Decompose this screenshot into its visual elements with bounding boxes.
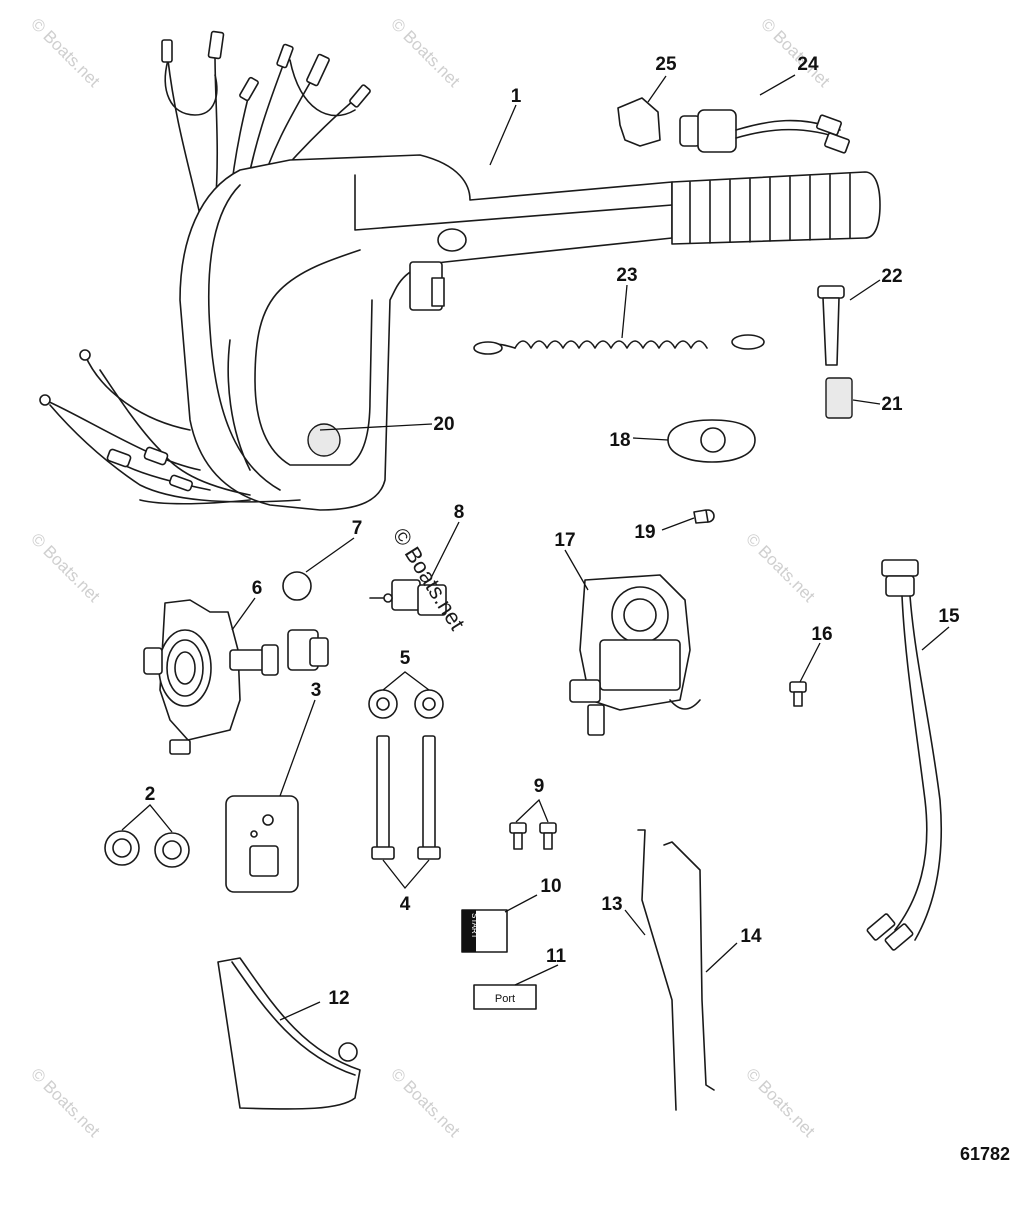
callout-10: 10 xyxy=(540,876,561,897)
part-24-stop-switch xyxy=(679,109,850,154)
leader-lines xyxy=(121,74,950,1021)
callout-22: 22 xyxy=(881,266,902,287)
part-22-pin xyxy=(817,285,845,366)
callout-8: 8 xyxy=(454,502,465,523)
callout-25: 25 xyxy=(655,54,677,75)
part-14-link-rod xyxy=(663,841,715,1091)
callout-21: 21 xyxy=(881,394,903,415)
part-19-terminal xyxy=(693,509,715,524)
part-7-o-ring xyxy=(282,571,312,601)
port-label-text: Port xyxy=(495,993,515,1005)
callout-1: 1 xyxy=(511,86,522,107)
callout-20: 20 xyxy=(433,414,454,435)
callout-12: 12 xyxy=(328,988,349,1009)
part-1-tiller-handle xyxy=(39,30,881,511)
part-9-screws xyxy=(509,822,557,850)
part-11-port-label: Port xyxy=(473,984,537,1010)
part-6-gear-assembly xyxy=(143,599,329,755)
callout-5: 5 xyxy=(400,648,411,669)
watermark-top-center: © Boats.net xyxy=(387,14,464,91)
callout-numbers: 1 2 3 4 5 6 7 8 9 10 11 12 13 14 15 16 1… xyxy=(145,54,960,1009)
callout-2: 2 xyxy=(145,784,156,805)
watermark-mid-right: © Boats.net xyxy=(742,529,819,606)
center-watermark: © Boats.net xyxy=(388,523,470,634)
part-4-bolts xyxy=(371,735,441,860)
part-25-clip xyxy=(617,97,661,147)
part-12-bracket xyxy=(217,957,361,1110)
callout-14: 14 xyxy=(740,926,762,947)
part-23-lanyard xyxy=(473,334,765,355)
watermark-mid-left: © Boats.net xyxy=(27,529,104,606)
part-21-sleeve xyxy=(825,377,853,419)
callout-17: 17 xyxy=(554,530,575,551)
part-10-start-decal: START xyxy=(461,909,508,953)
callout-3: 3 xyxy=(311,680,322,701)
part-15-harness xyxy=(866,559,943,951)
callout-13: 13 xyxy=(601,894,622,915)
callout-15: 15 xyxy=(938,606,960,627)
callout-6: 6 xyxy=(252,578,263,599)
callout-23: 23 xyxy=(616,265,637,286)
watermark-bottom-left: © Boats.net xyxy=(27,1064,104,1141)
callout-7: 7 xyxy=(352,518,363,539)
part-8-switch xyxy=(369,579,447,616)
watermark-bottom-right: © Boats.net xyxy=(742,1064,819,1141)
drawing-number: 61782 xyxy=(960,1144,1010,1164)
callout-11: 11 xyxy=(546,946,567,967)
callout-24: 24 xyxy=(797,54,819,75)
part-2-caps xyxy=(104,830,190,868)
part-16-screw xyxy=(789,681,807,707)
callout-4: 4 xyxy=(400,894,411,915)
watermark-top-right: © Boats.net xyxy=(757,14,834,91)
watermark-top-left: © Boats.net xyxy=(27,14,104,91)
decal-start-text: START xyxy=(470,913,479,939)
callout-9: 9 xyxy=(534,776,545,797)
part-3-panel xyxy=(225,795,299,893)
part-17-carburetor xyxy=(569,574,701,736)
part-13-link-rod xyxy=(637,829,677,1111)
watermark-bottom-center: © Boats.net xyxy=(387,1064,464,1141)
callout-18: 18 xyxy=(609,430,630,451)
part-20-cap xyxy=(307,423,341,457)
part-5-washers xyxy=(368,689,444,719)
callout-16: 16 xyxy=(811,624,832,645)
callout-19: 19 xyxy=(634,522,655,543)
